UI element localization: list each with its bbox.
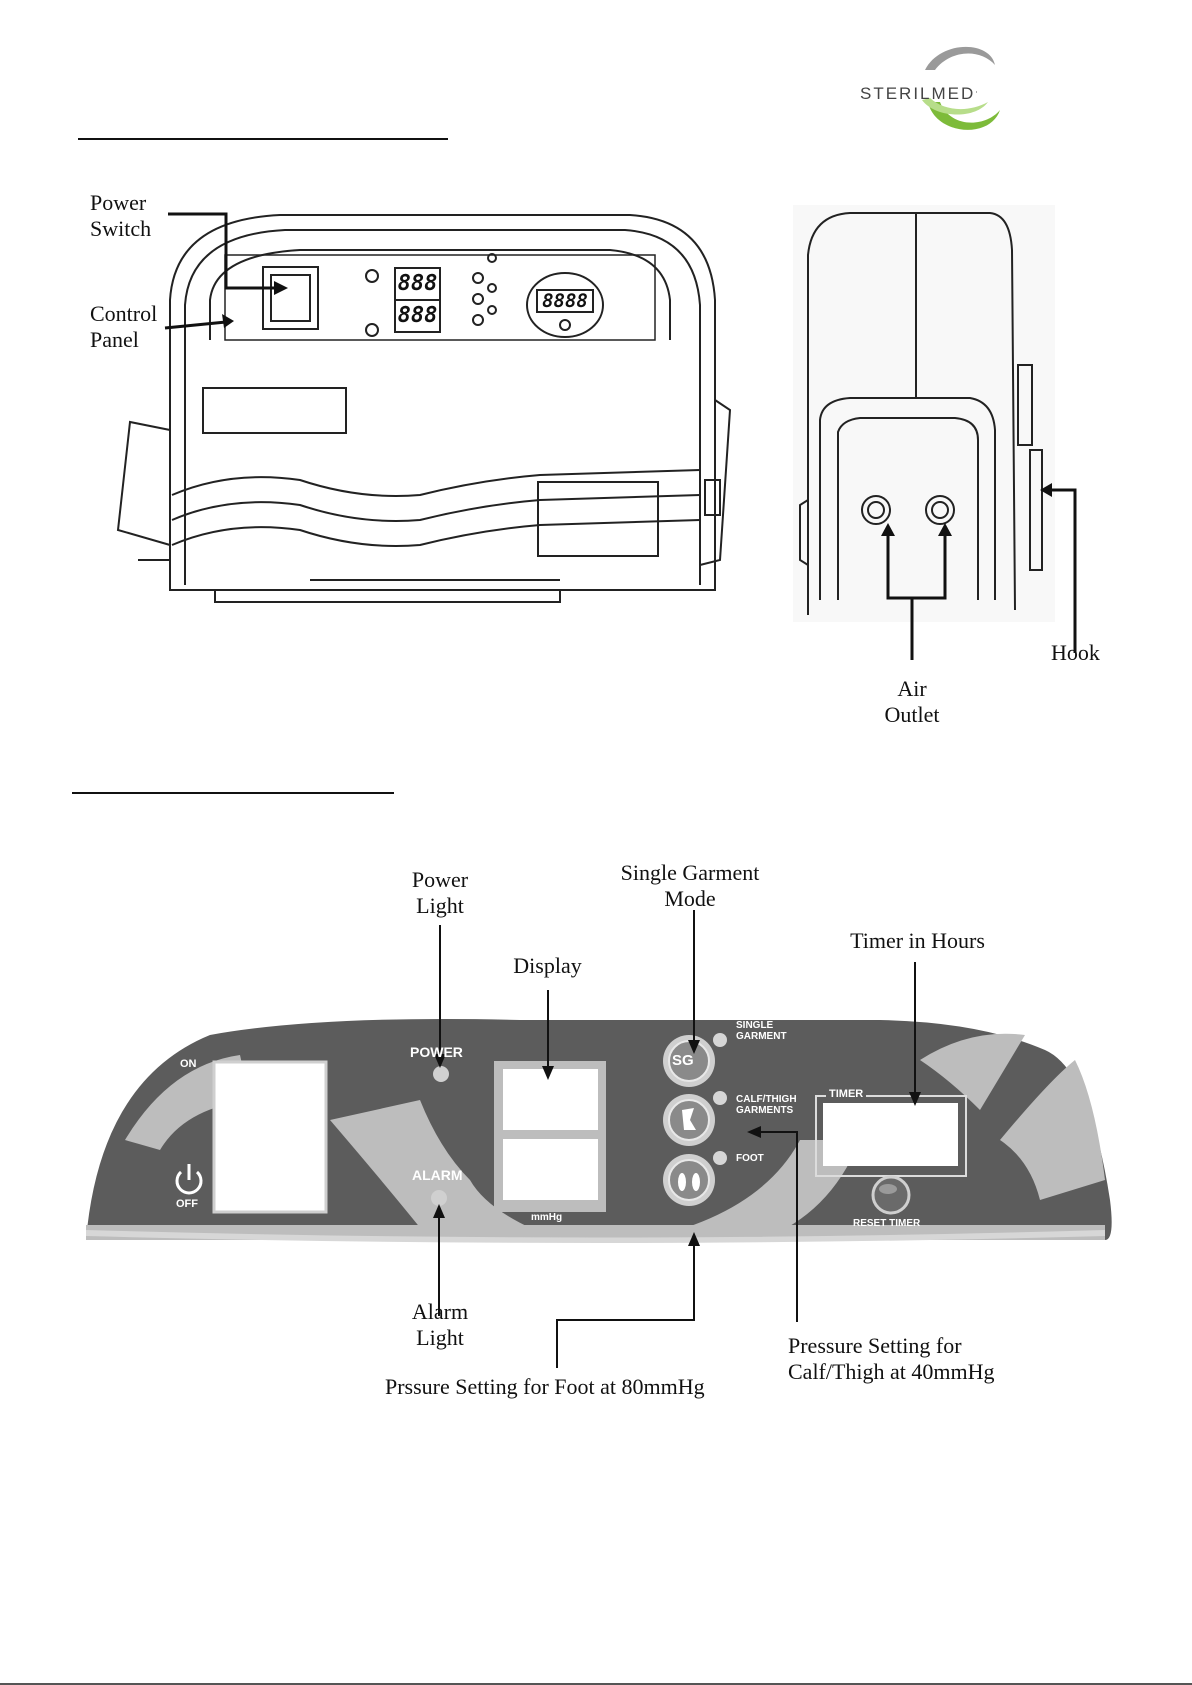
single-garment-mode-callout: Single Garment Mode — [600, 860, 780, 912]
panel-foot-label: FOOT — [736, 1153, 764, 1164]
panel-power-switch — [214, 1062, 326, 1212]
alarm-light-callout: Alarm Light — [390, 1299, 490, 1351]
panel-reset-timer-label: RESET TIMER — [853, 1218, 920, 1229]
panel-timer-label: TIMER — [826, 1088, 866, 1100]
panel-alarm-label: ALARM — [412, 1167, 463, 1183]
panel-on-label: ON — [180, 1058, 197, 1070]
panel-single-garment-label: SINGLE GARMENT — [736, 1020, 787, 1042]
panel-display-top — [503, 1069, 598, 1130]
pressure-foot-callout: Prssure Setting for Foot at 80mmHg — [385, 1374, 705, 1400]
panel-calf-thigh-label: CALF/THIGH GARMENTS — [736, 1094, 797, 1116]
panel-display-bottom — [503, 1139, 598, 1200]
timer-in-hours-callout: Timer in Hours — [830, 928, 1005, 954]
panel-off-label: OFF — [176, 1198, 198, 1210]
sg-button-label: SG — [672, 1052, 694, 1069]
panel-mmhg-label: mmHg — [531, 1212, 562, 1223]
display-callout: Display — [490, 953, 605, 979]
timer-display — [823, 1103, 958, 1166]
power-light-callout: Power Light — [390, 867, 490, 919]
pressure-calf-callout: Pressure Setting for Calf/Thigh at 40mmH… — [788, 1333, 995, 1385]
power-led — [433, 1066, 449, 1082]
alarm-led — [431, 1190, 447, 1206]
panel-power-label: POWER — [410, 1044, 463, 1060]
reset-timer-button — [873, 1177, 909, 1213]
